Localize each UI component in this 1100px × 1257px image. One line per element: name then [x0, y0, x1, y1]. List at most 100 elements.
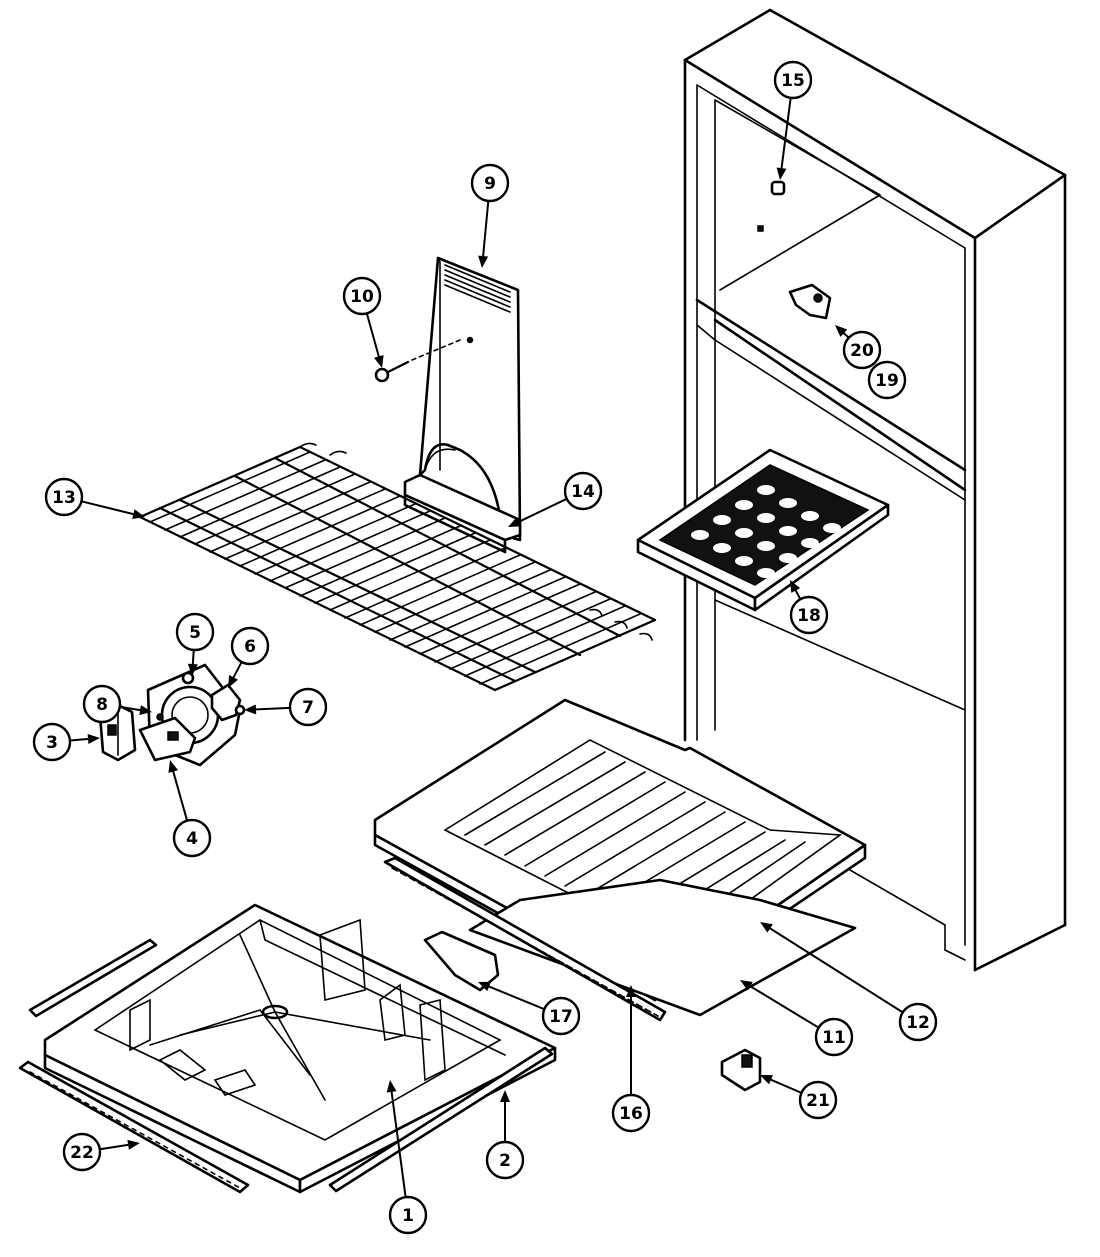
callout-leader-4	[171, 767, 189, 821]
part-22-rail	[18, 1060, 250, 1194]
callout-leader-17	[485, 984, 545, 1011]
callout-1: 1	[386, 1080, 428, 1235]
callout-arrowhead-4	[168, 760, 179, 773]
callout-9: 9	[470, 163, 510, 268]
callout-arrowhead-21	[760, 1075, 773, 1085]
callout-leader-1	[390, 1087, 407, 1198]
callout-number-15: 15	[781, 71, 805, 91]
callout-arrowhead-7	[244, 704, 257, 715]
callout-number-22: 22	[70, 1143, 94, 1163]
callout-arrowhead-16	[626, 985, 636, 997]
callout-number-14: 14	[571, 482, 595, 502]
callout-arrowhead-2	[500, 1090, 510, 1102]
part-5-screw	[181, 671, 195, 685]
callout-leader-14	[514, 497, 568, 525]
callout-leader-11	[746, 983, 820, 1029]
callout-arrowhead-5	[187, 663, 198, 676]
callout-leader-9	[481, 200, 490, 261]
callout-number-4: 4	[186, 829, 198, 849]
callout-number-12: 12	[906, 1013, 930, 1033]
part-4-motor	[138, 716, 197, 762]
callout-arrowhead-15	[776, 167, 787, 180]
part-6-bracket	[210, 683, 242, 722]
callout-circle-19	[867, 360, 907, 400]
callout-number-7: 7	[302, 698, 314, 718]
callout-arrowhead-1	[386, 1080, 397, 1093]
callout-14: 14	[508, 471, 603, 527]
part-18-ice-tray	[636, 448, 890, 612]
callout-arrowhead-17	[478, 981, 491, 992]
callout-arrowhead-11	[740, 980, 753, 991]
callout-20: 20	[835, 325, 882, 370]
callout-11: 11	[740, 980, 854, 1057]
callout-circle-20	[842, 330, 882, 370]
callout-circle-21	[798, 1080, 838, 1120]
callout-circle-2	[485, 1140, 525, 1180]
part-9-air-duct	[403, 256, 522, 554]
callout-circle-13	[44, 477, 84, 517]
callout-arrowhead-14	[508, 517, 521, 527]
callout-leader-8	[119, 705, 145, 712]
callout-21: 21	[760, 1075, 838, 1120]
callout-22: 22	[62, 1132, 140, 1172]
callout-13: 13	[44, 477, 145, 519]
callout-16: 16	[611, 985, 651, 1133]
callout-leader-7	[251, 706, 291, 711]
callout-19: 19	[867, 360, 907, 400]
callout-circle-4	[172, 818, 212, 858]
part-20-bracket	[788, 283, 832, 320]
callout-circle-12	[898, 1002, 938, 1042]
callout-circle-1	[388, 1195, 428, 1235]
callout-number-18: 18	[797, 606, 821, 626]
callout-arrowhead-10	[373, 355, 384, 368]
callout-number-1: 1	[402, 1206, 414, 1226]
callout-15: 15	[773, 60, 813, 180]
callout-leader-12	[766, 925, 904, 1014]
callout-circle-11	[814, 1017, 854, 1057]
callout-leader-15	[780, 97, 792, 173]
callout-number-3: 3	[46, 733, 58, 753]
part-16-trim	[383, 856, 667, 1022]
callout-number-20: 20	[850, 341, 874, 361]
duct-vent-grille	[444, 264, 511, 313]
callout-number-6: 6	[244, 637, 256, 657]
part-21-bracket	[720, 1048, 762, 1092]
callout-circle-8	[82, 684, 122, 724]
part-13-wire-shelf	[138, 442, 657, 692]
glass-shelf-hatching	[464, 751, 806, 938]
callout-arrowhead-22	[127, 1139, 140, 1150]
callout-10: 10	[342, 276, 384, 368]
callout-arrowhead-6	[228, 675, 238, 688]
callout-leader-21	[766, 1077, 802, 1094]
callout-arrowhead-8	[139, 705, 152, 716]
callout-number-10: 10	[350, 287, 374, 307]
callout-circle-10	[342, 276, 382, 316]
callout-circle-16	[611, 1093, 651, 1133]
callout-6: 6	[228, 626, 270, 688]
refrigerator-cabinet	[683, 8, 1067, 972]
callout-circle-17	[541, 996, 581, 1036]
ice-tray-cells	[691, 485, 841, 578]
callout-arrowhead-3	[87, 734, 100, 744]
callout-number-21: 21	[806, 1091, 830, 1111]
callout-3: 3	[32, 722, 100, 762]
callout-arrowhead-13	[132, 509, 145, 519]
callout-number-2: 2	[499, 1151, 511, 1171]
crisper-rail-left	[28, 938, 158, 1018]
part-11-crisper-cover	[468, 878, 857, 1017]
callout-12: 12	[760, 922, 938, 1042]
callout-number-9: 9	[484, 174, 496, 194]
callout-leader-13	[81, 500, 138, 517]
callout-circle-14	[563, 471, 603, 511]
callout-number-17: 17	[549, 1007, 573, 1027]
callout-18: 18	[789, 580, 829, 635]
callout-circle-22	[62, 1132, 102, 1172]
callout-leader-22	[99, 1143, 133, 1151]
part-7-screw	[234, 704, 246, 716]
callout-circle-18	[789, 595, 829, 635]
callout-leader-10	[365, 313, 381, 361]
callout-circle-3	[32, 722, 72, 762]
callout-circle-6	[230, 626, 270, 666]
